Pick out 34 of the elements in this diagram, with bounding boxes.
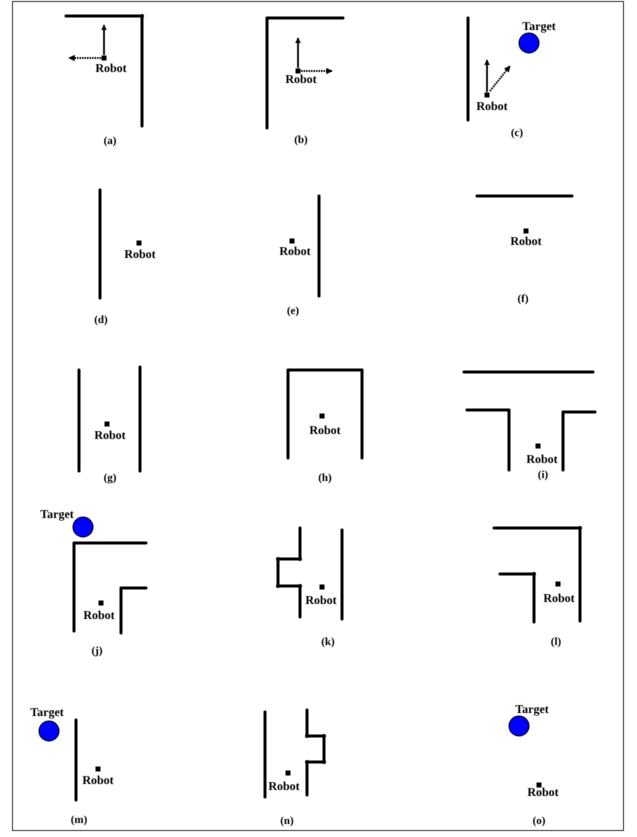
- panel-caption: (h): [318, 472, 332, 484]
- panel-caption: (k): [321, 636, 335, 648]
- target-label: Target: [522, 20, 556, 34]
- target-label: Target: [30, 706, 64, 720]
- robot-label: Robot: [305, 594, 337, 608]
- panel-caption: (b): [294, 134, 308, 146]
- robot-label: Robot: [543, 592, 575, 606]
- panel-caption: (a): [104, 135, 116, 148]
- panel-caption: (f): [518, 293, 528, 306]
- panel-caption: (i): [538, 469, 548, 482]
- target-label: Target: [40, 508, 74, 522]
- panel-caption: (m): [70, 814, 88, 826]
- robot-label: Robot: [476, 100, 508, 114]
- robot-label: Robot: [527, 786, 559, 800]
- robot-label: Robot: [82, 774, 114, 788]
- panel-caption: (e): [286, 305, 300, 318]
- robot-label: Robot: [95, 62, 127, 76]
- robot-label: Robot: [268, 780, 300, 794]
- panel-caption: (d): [94, 314, 108, 326]
- robot-label: Robot: [83, 609, 115, 622]
- robot-label: Robot: [285, 73, 317, 86]
- robot-label: Robot: [309, 424, 341, 438]
- panel-caption: (c): [510, 127, 524, 140]
- robot-label: Robot: [124, 248, 156, 262]
- panel-caption: (l): [550, 636, 562, 648]
- panel-caption: (n): [280, 815, 294, 828]
- robot-label: Robot: [279, 245, 311, 258]
- target-label: Target: [515, 703, 549, 716]
- panel-caption: (o): [532, 815, 546, 828]
- panel-caption: (g): [104, 472, 116, 484]
- panel-caption: (j): [92, 645, 102, 658]
- robot-label: Robot: [526, 453, 558, 466]
- robot-label: Robot: [510, 235, 542, 248]
- robot-label: Robot: [94, 429, 126, 442]
